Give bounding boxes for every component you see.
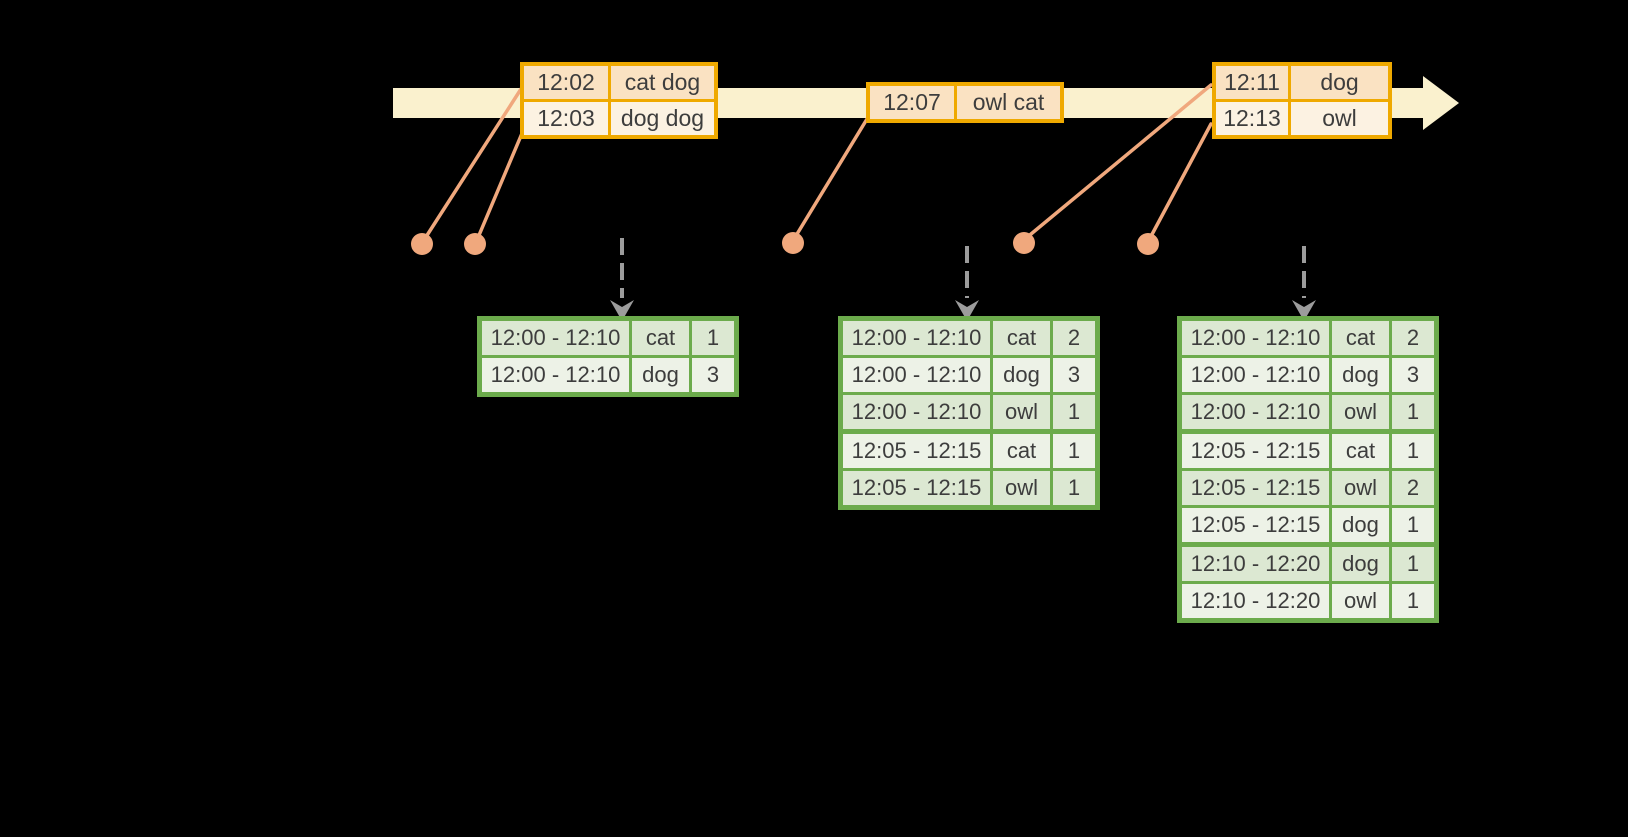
event-words-cell: cat dog: [611, 66, 714, 99]
event-words-cell: owl: [1291, 102, 1388, 135]
event-dot-icon: [1013, 232, 1035, 254]
word-cell: dog: [993, 358, 1050, 392]
event-dot-icon: [782, 232, 804, 254]
result-row: 12:10 - 12:20 dog 1: [1182, 547, 1434, 581]
word-cell: cat: [993, 321, 1050, 355]
result-table-2: 12:00 - 12:10 cat 2 12:00 - 12:10 dog 3 …: [838, 316, 1100, 510]
result-row: 12:05 - 12:15 owl 2: [1182, 471, 1434, 505]
word-cell: dog: [632, 358, 689, 392]
window-cell: 12:00 - 12:10: [1182, 321, 1329, 355]
event-time-cell: 12:11: [1216, 66, 1288, 99]
word-cell: owl: [1332, 584, 1389, 618]
count-cell: 2: [1053, 321, 1095, 355]
count-cell: 1: [1392, 395, 1434, 429]
word-cell: dog: [1332, 547, 1389, 581]
word-cell: cat: [632, 321, 689, 355]
window-cell: 12:05 - 12:15: [1182, 508, 1329, 542]
word-cell: owl: [1332, 395, 1389, 429]
trigger-arrow-icon: [1292, 246, 1316, 321]
window-cell: 12:10 - 12:20: [1182, 547, 1329, 581]
window-cell: 12:10 - 12:20: [1182, 584, 1329, 618]
count-cell: 3: [692, 358, 734, 392]
window-cell: 12:00 - 12:10: [482, 321, 629, 355]
connector-line: [1023, 83, 1213, 241]
word-cell: dog: [1332, 358, 1389, 392]
count-cell: 1: [1392, 508, 1434, 542]
count-cell: 1: [1392, 434, 1434, 468]
result-table-3: 12:00 - 12:10 cat 2 12:00 - 12:10 dog 3 …: [1177, 316, 1439, 623]
count-cell: 1: [1053, 395, 1095, 429]
word-cell: owl: [993, 471, 1050, 505]
trigger-arrow-icon: [955, 246, 979, 321]
window-cell: 12:00 - 12:10: [843, 395, 990, 429]
event-row: 12:07 owl cat: [870, 86, 1060, 119]
window-cell: 12:00 - 12:10: [843, 358, 990, 392]
event-row: 12:13 owl: [1216, 102, 1388, 135]
window-cell: 12:05 - 12:15: [843, 471, 990, 505]
result-table-1: 12:00 - 12:10 cat 1 12:00 - 12:10 dog 3: [477, 316, 739, 397]
result-row: 12:05 - 12:15 cat 1: [1182, 434, 1434, 468]
result-row: 12:00 - 12:10 cat 2: [1182, 321, 1434, 355]
result-row: 12:00 - 12:10 cat 2: [843, 321, 1095, 355]
event-time-cell: 12:07: [870, 86, 954, 119]
word-cell: cat: [1332, 434, 1389, 468]
event-dot-icon: [411, 233, 433, 255]
result-row: 12:00 - 12:10 dog 3: [482, 358, 734, 392]
result-row: 12:05 - 12:15 dog 1: [1182, 508, 1434, 542]
result-row: 12:00 - 12:10 dog 3: [1182, 358, 1434, 392]
window-cell: 12:05 - 12:15: [843, 434, 990, 468]
event-dot-icon: [464, 233, 486, 255]
connector-line: [1147, 122, 1213, 242]
count-cell: 3: [1392, 358, 1434, 392]
window-cell: 12:00 - 12:10: [1182, 395, 1329, 429]
word-cell: cat: [993, 434, 1050, 468]
event-words-cell: owl cat: [957, 86, 1060, 119]
count-cell: 2: [1392, 471, 1434, 505]
event-row: 12:02 cat dog: [524, 66, 714, 99]
event-words-cell: dog: [1291, 66, 1388, 99]
word-cell: cat: [1332, 321, 1389, 355]
result-row: 12:00 - 12:10 owl 1: [843, 395, 1095, 429]
count-cell: 1: [1392, 584, 1434, 618]
result-row: 12:00 - 12:10 owl 1: [1182, 395, 1434, 429]
event-time-cell: 12:03: [524, 102, 608, 135]
event-row: 12:03 dog dog: [524, 102, 714, 135]
word-cell: owl: [993, 395, 1050, 429]
count-cell: 1: [692, 321, 734, 355]
result-row: 12:00 - 12:10 dog 3: [843, 358, 1095, 392]
event-table-1: 12:02 cat dog 12:03 dog dog: [520, 62, 718, 139]
count-cell: 2: [1392, 321, 1434, 355]
event-table-2: 12:07 owl cat: [866, 82, 1064, 123]
word-cell: owl: [1332, 471, 1389, 505]
result-row: 12:05 - 12:15 cat 1: [843, 434, 1095, 468]
event-time-cell: 12:02: [524, 66, 608, 99]
connector-line: [422, 87, 523, 242]
event-row: 12:11 dog: [1216, 66, 1388, 99]
result-row: 12:00 - 12:10 cat 1: [482, 321, 734, 355]
event-words-cell: dog dog: [611, 102, 714, 135]
connector-line: [475, 129, 525, 242]
window-cell: 12:00 - 12:10: [482, 358, 629, 392]
event-dot-icon: [1137, 233, 1159, 255]
window-cell: 12:00 - 12:10: [1182, 358, 1329, 392]
window-cell: 12:00 - 12:10: [843, 321, 990, 355]
count-cell: 1: [1053, 471, 1095, 505]
word-cell: dog: [1332, 508, 1389, 542]
result-row: 12:10 - 12:20 owl 1: [1182, 584, 1434, 618]
event-table-3: 12:11 dog 12:13 owl: [1212, 62, 1392, 139]
count-cell: 3: [1053, 358, 1095, 392]
count-cell: 1: [1053, 434, 1095, 468]
connector-line: [792, 117, 869, 241]
result-row: 12:05 - 12:15 owl 1: [843, 471, 1095, 505]
count-cell: 1: [1392, 547, 1434, 581]
window-cell: 12:05 - 12:15: [1182, 434, 1329, 468]
event-time-cell: 12:13: [1216, 102, 1288, 135]
window-cell: 12:05 - 12:15: [1182, 471, 1329, 505]
trigger-arrow-icon: [610, 238, 634, 321]
